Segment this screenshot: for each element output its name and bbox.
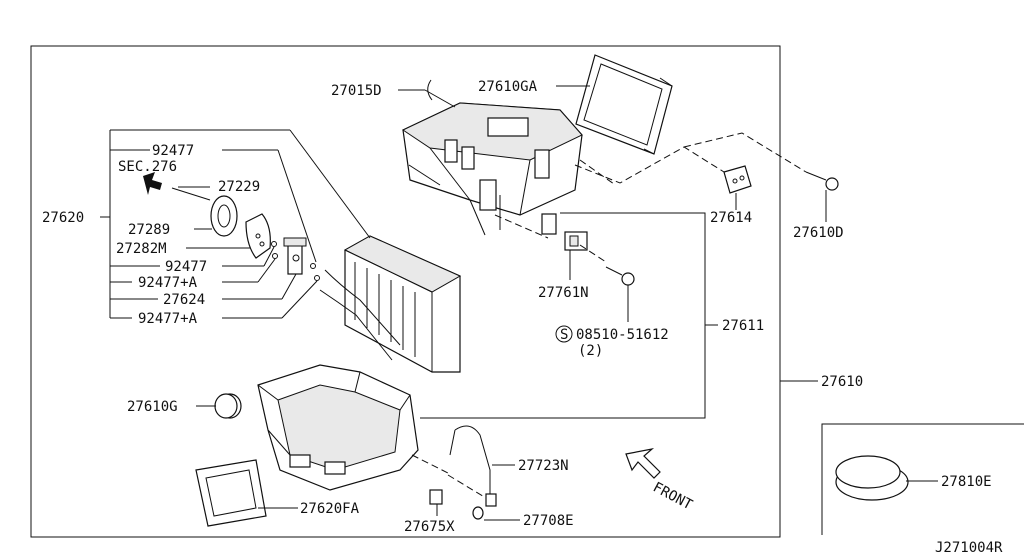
label-screw-code: 08510-51612 (576, 327, 669, 343)
label-27761N: 27761N (538, 285, 589, 301)
label-27620: 27620 (42, 210, 84, 226)
upper-housing (401, 102, 583, 236)
plate-27282M (245, 213, 271, 259)
o-rings (271, 241, 320, 281)
label-27614: 27614 (710, 210, 752, 226)
label-27610GA: 27610GA (478, 79, 538, 95)
filter-frame-27610GA (575, 54, 673, 155)
lower-housing (257, 364, 419, 491)
label-92477A-1: 92477+A (138, 275, 198, 291)
evaporator-core (319, 235, 462, 373)
pipe-27229 (143, 172, 211, 201)
label-92477-top: 92477 (152, 143, 194, 159)
label-27624: 27624 (163, 292, 205, 308)
label-92477-mid: 92477 (165, 259, 207, 275)
main-frame (30, 45, 781, 538)
label-27015D: 27015D (331, 83, 382, 99)
label-27610: 27610 (821, 374, 863, 390)
expansion-valve-27624 (283, 237, 307, 275)
resistor-27761N (541, 213, 588, 251)
label-27675X: 27675X (404, 519, 455, 535)
label-27610D: 27610D (793, 225, 844, 241)
sub-frame (821, 423, 1024, 535)
cap-27810E (835, 455, 909, 501)
screw-08510 (605, 266, 635, 286)
bracket-27614 (723, 165, 752, 205)
label-27610G: 27610G (127, 399, 178, 415)
clip-27708E (472, 506, 484, 520)
label-screw-qty: (2) (578, 343, 603, 359)
cap-27610G (214, 393, 242, 419)
label-92477A-2: 92477+A (138, 311, 198, 327)
sec-arrow-icon (143, 172, 162, 195)
label-27708E: 27708E (523, 513, 574, 529)
clip-27675X (429, 489, 443, 505)
label-27723N: 27723N (518, 458, 569, 474)
label-diagram-code: J271004R (935, 540, 1003, 556)
label-27620FA: 27620FA (300, 501, 360, 517)
label-27611: 27611 (722, 318, 764, 334)
label-27229: 27229 (218, 179, 260, 195)
label-sec276: SEC.276 (118, 159, 177, 175)
label-front: FRONT (650, 479, 695, 513)
filter-27620FA (195, 459, 267, 527)
grommet-27289 (210, 195, 238, 237)
bolt-27610D (805, 171, 839, 191)
screw-symbol (555, 325, 573, 343)
seal-27015D (427, 79, 433, 101)
label-27810E: 27810E (941, 474, 992, 490)
label-27282M: 27282M (116, 241, 167, 257)
label-screw-symbol: S (560, 327, 568, 343)
sensor-27723N (449, 425, 497, 507)
label-27289: 27289 (128, 222, 170, 238)
front-arrow-icon (625, 447, 661, 479)
